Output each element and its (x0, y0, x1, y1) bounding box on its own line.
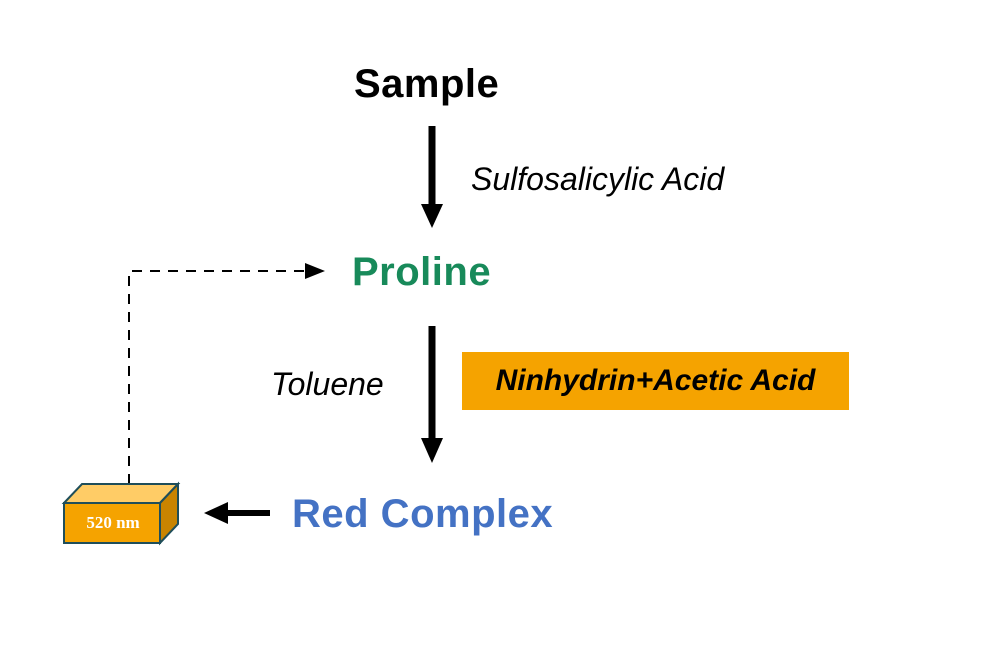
cuvette-icon (61, 481, 181, 546)
arrow-complex-to-cuvette (204, 502, 270, 524)
node-proline: Proline (352, 250, 492, 294)
arrow-sample-to-proline (421, 126, 443, 228)
node-red-complex: Red Complex (292, 492, 554, 536)
reagent-ninhydrin-box: Ninhydrin+Acetic Acid (462, 352, 849, 410)
reagent-toluene: Toluene (271, 366, 384, 402)
cuvette-wavelength-label: 520 nm (86, 513, 140, 532)
ninhydrin-highlight (462, 352, 849, 410)
reagent-ninhydrin-acetic-acid: Ninhydrin+Acetic Acid (495, 364, 816, 397)
arrow-proline-to-complex (421, 326, 443, 463)
reagent-sulfosalicylic-acid: Sulfosalicylic Acid (471, 161, 725, 197)
node-sample: Sample (354, 62, 500, 106)
dashed-arrow-cuvette-to-proline (128, 263, 325, 484)
